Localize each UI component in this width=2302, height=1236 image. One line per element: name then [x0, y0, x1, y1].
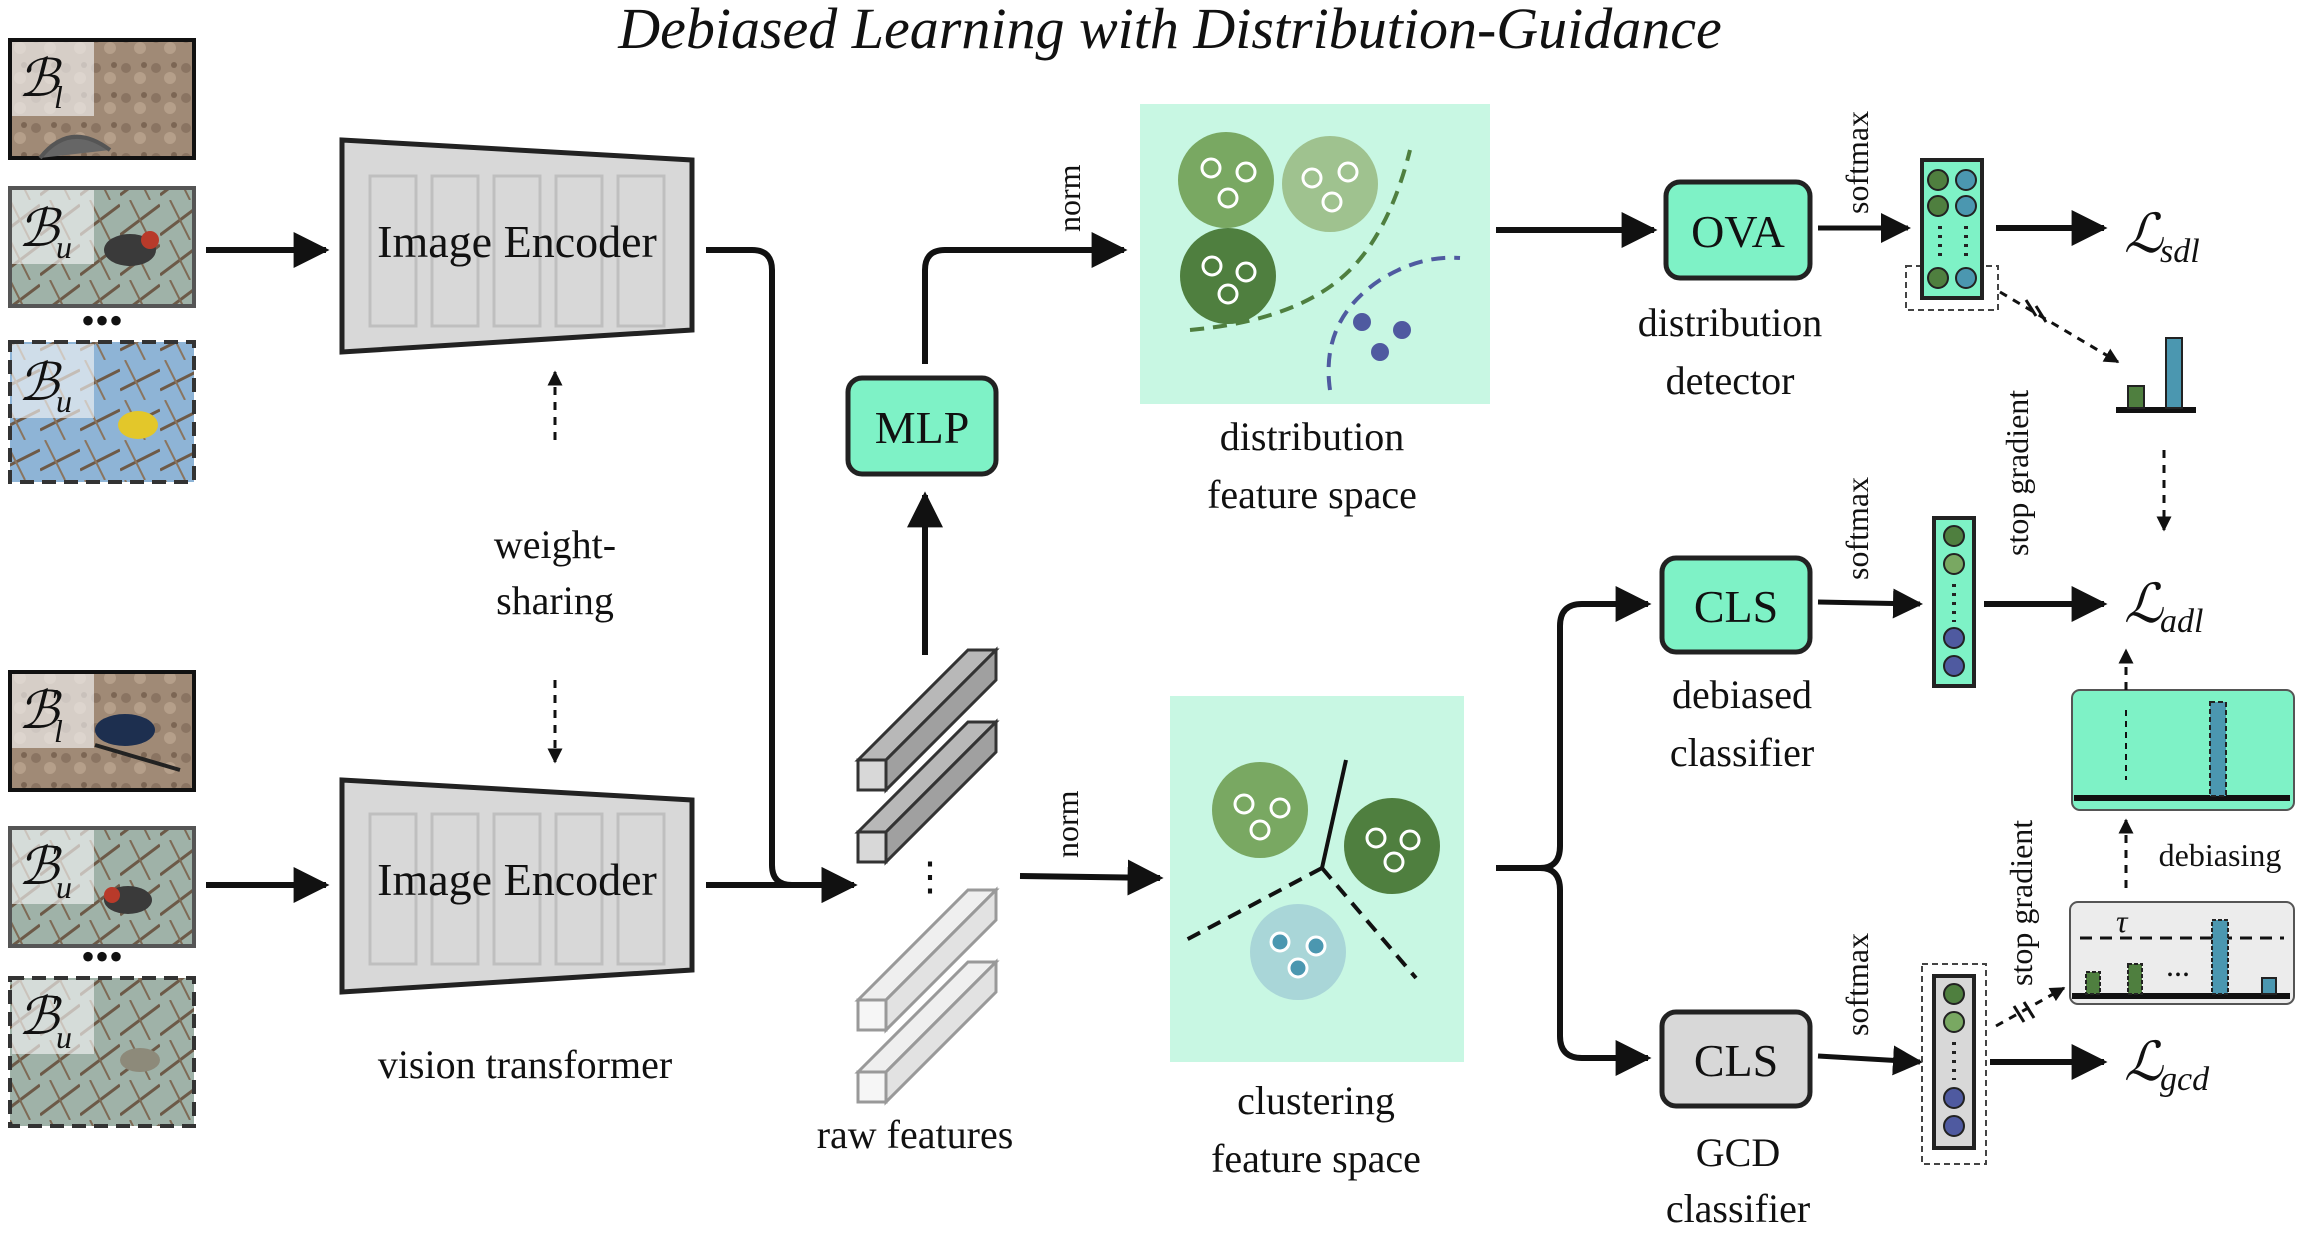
prob-vector-debiased [1932, 516, 1976, 688]
arrow-cls-to-prob [1817, 588, 1923, 619]
dist-space-label-2: feature space [1207, 472, 1417, 517]
debiased-distribution-box [2071, 689, 2295, 811]
ova-histogram [2116, 337, 2196, 413]
batch-subscript: u [56, 383, 72, 419]
loss-symbol: ℒ [2124, 574, 2164, 634]
arrow-mlp-to-dist-space [922, 232, 1128, 364]
mlp-block: MLP [845, 375, 999, 477]
loss-symbol: ℒ [2124, 204, 2164, 264]
loss-symbol: ℒ [2124, 1032, 2164, 1092]
image-encoder-top: Image Encoder [339, 137, 695, 355]
batch-unlabeled-bottom: ℬ ′ u [8, 826, 196, 948]
ova-block: OVA [1663, 179, 1813, 281]
gcd-classifier-label-2: classifier [1666, 1186, 1810, 1231]
stop-gradient-label-top: stop gradient [1999, 390, 2035, 556]
batch-symbol: ℬ [18, 989, 62, 1046]
clustering-feature-space [1170, 696, 1464, 1062]
arrow-to-debiased-cls [1539, 586, 1652, 871]
stop-gradient-mark [2034, 305, 2048, 323]
debiasing-label: debiasing [2159, 837, 2282, 873]
gcd-distribution-box: τ ... [2069, 901, 2295, 1005]
softmax-label-2: softmax [1839, 477, 1875, 580]
stop-gradient-mark [2022, 1001, 2036, 1019]
batch-symbol: ℬ [18, 683, 62, 740]
clust-space-label-1: clustering [1237, 1078, 1395, 1123]
image-encoder-bottom: Image Encoder [339, 777, 695, 995]
clust-space-label-2: feature space [1211, 1136, 1421, 1181]
ova-label: OVA [1691, 206, 1785, 257]
raw-features-label: raw features [817, 1112, 1014, 1157]
batch-subscript: u [56, 1019, 72, 1055]
stop-gradient-label-bottom: stop gradient [2003, 820, 2039, 986]
encoder-label: Image Encoder [377, 216, 657, 267]
diagram-title: Debiased Learning with Distribution-Guid… [617, 0, 1722, 61]
stop-gradient-mark [2024, 299, 2038, 317]
weight-sharing-label-1: weight- [494, 522, 616, 567]
batch-unlabeled-top: ℬ u [8, 186, 196, 308]
batch-labeled-top: ℬ l [8, 38, 196, 160]
norm-label-bottom: norm [1049, 790, 1085, 858]
stop-gradient-mark [2012, 1005, 2026, 1023]
loss-subscript: gcd [2160, 1061, 2210, 1098]
arrow-gcd-to-prob [1817, 1045, 1923, 1076]
batch-subscript: l [54, 79, 63, 115]
batch-prime: ′ [50, 989, 58, 1026]
batch-subscript: l [54, 713, 63, 749]
batch-unlabeled-bottom-2: ℬ ′ u [8, 976, 196, 1128]
mlp-label: MLP [875, 402, 970, 453]
loss-adl: ℒ adl [2124, 574, 2203, 640]
stop-gradient-arrow-bottom [1995, 986, 2066, 1028]
arrow-to-gcd-cls [1539, 865, 1652, 1076]
batch-labeled-bottom: ℬ ′ l [8, 670, 196, 792]
debiased-classifier-label-2: classifier [1670, 730, 1814, 775]
weight-sharing-label-2: sharing [496, 578, 614, 623]
ellipsis: ••• [81, 934, 123, 979]
distribution-feature-space [1140, 104, 1490, 404]
gcd-cls-block: CLS [1659, 1009, 1813, 1109]
batch-prime: ′ [50, 839, 58, 876]
loss-subscript: adl [2160, 603, 2203, 640]
cls-label: CLS [1694, 581, 1778, 632]
raw-features-stack: ⋮ [854, 646, 1000, 1106]
encoder-label: Image Encoder [377, 854, 657, 905]
batch-unlabeled-top-2: ℬ u [8, 340, 196, 484]
debiased-cls-block: CLS [1659, 555, 1813, 655]
loss-gcd: ℒ gcd [2124, 1032, 2210, 1098]
cls-label: CLS [1694, 1035, 1778, 1086]
debiased-classifier-label-1: debiased [1672, 672, 1812, 717]
gcd-classifier-label-1: GCD [1696, 1130, 1780, 1175]
batch-symbol: ℬ [18, 201, 62, 258]
vision-transformer-label: vision transformer [378, 1042, 672, 1087]
batch-symbol: ℬ [18, 355, 62, 412]
features-ellipsis: ⋮ [910, 854, 950, 899]
batch-subscript: u [56, 869, 72, 905]
stop-gradient-arrow-top [1999, 290, 2120, 364]
prob-vector-gcd [1921, 963, 1987, 1165]
loss-sdl: ℒ sdl [2124, 204, 2200, 270]
batch-symbol: ℬ [18, 839, 62, 896]
norm-label-top: norm [1051, 164, 1087, 232]
tau-label: τ [2116, 903, 2129, 939]
dist-space-label-1: distribution [1220, 414, 1404, 459]
batch-symbol: ℬ [18, 51, 62, 108]
arrow-features-to-clust-space [1019, 859, 1164, 896]
softmax-label-3: softmax [1839, 933, 1875, 1036]
dist-detector-label-1: distribution [1638, 300, 1822, 345]
hist-ellipsis: ... [2166, 947, 2190, 983]
softmax-label-1: softmax [1839, 111, 1875, 214]
batch-prime: ′ [50, 683, 58, 720]
connector-encoder-top-to-features [706, 247, 858, 903]
ellipsis: ••• [81, 298, 123, 343]
batch-subscript: u [56, 229, 72, 265]
prob-vector-ova [1905, 158, 1999, 311]
dist-detector-label-2: detector [1666, 358, 1795, 403]
loss-subscript: sdl [2160, 233, 2200, 270]
